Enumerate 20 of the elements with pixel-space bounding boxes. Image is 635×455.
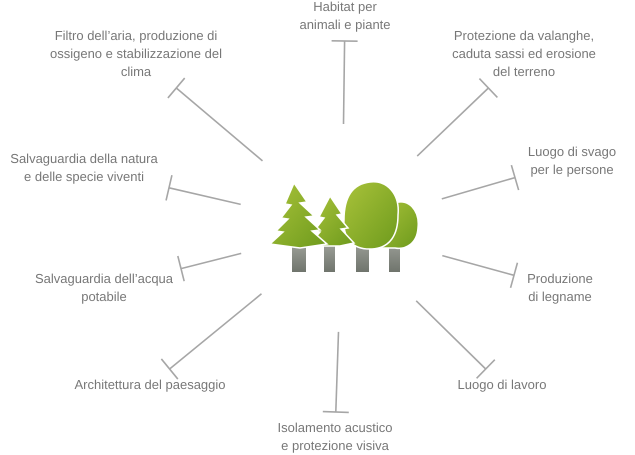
benefit-label: Architettura del paesaggio [73, 376, 227, 394]
benefit-label: Protezione da valanghe, caduta sassi ed erosione del terreno [451, 27, 597, 81]
connector-line [416, 300, 496, 380]
benefit-label: Luogo di svago per le persone [526, 143, 618, 179]
benefit-label: Salvaguardia dell’acqua potabile [34, 270, 174, 306]
connector-line [442, 254, 518, 289]
connector-line [160, 293, 262, 380]
connector-line [167, 77, 264, 162]
connector-line [442, 164, 520, 200]
connector-line [330, 40, 358, 124]
connector-line [177, 252, 242, 282]
benefit-label: Produzione di legname [526, 270, 594, 306]
benefit-label: Habitat per animali e piante [298, 0, 392, 34]
benefit-label: Isolamento acustico e protezione visiva [276, 419, 394, 455]
benefit-label: Luogo di lavoro [456, 376, 548, 394]
connector-line [416, 78, 498, 157]
benefit-label: Salvaguardia della natura e delle specie viventi [9, 150, 159, 186]
benefit-label: Filtro dell’aria, produzione di ossigeno e stabilizzazione del clima [50, 27, 222, 81]
connector-line [165, 174, 241, 206]
connector-line [322, 332, 350, 414]
